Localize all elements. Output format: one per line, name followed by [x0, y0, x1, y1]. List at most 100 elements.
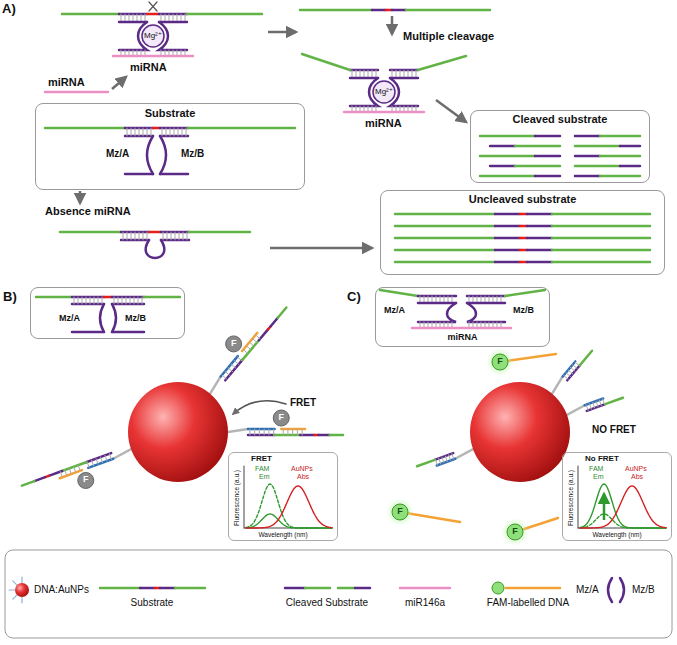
- dna-strand: [395, 237, 495, 240]
- step-label: Multiple cleavage: [403, 30, 494, 42]
- base-pair: [90, 297, 91, 304]
- strand-label: miRNA: [365, 117, 402, 129]
- base-pair: [123, 232, 124, 240]
- dna-strand: [467, 302, 505, 305]
- base-pair: [69, 468, 71, 474]
- np-ray: [9, 589, 15, 590]
- fam-glow: [501, 518, 529, 546]
- dna-strand: [34, 477, 45, 481]
- dna-strand: [338, 587, 355, 590]
- base-pair: [143, 232, 144, 240]
- chart-inset: FRETFAMEmAuNPsAbsFluorescence (a.u.)Wave…: [228, 452, 338, 541]
- axis-label: Wavelength (nm): [592, 531, 641, 538]
- dna-strand: [355, 587, 370, 590]
- dna-strand: [535, 135, 560, 138]
- fluorophore-label: F: [83, 476, 89, 486]
- strand-label: Mz/A: [384, 306, 405, 316]
- base-pair: [297, 429, 298, 435]
- dna-strand: [490, 165, 515, 168]
- dna-strand: [495, 261, 520, 264]
- base-pair: [135, 232, 136, 240]
- legend-label: FAM-labelled DNA: [487, 597, 569, 608]
- dna-strand: [535, 155, 560, 158]
- dna-strand: [392, 9, 406, 12]
- dna-strand: [412, 327, 511, 330]
- legend-label: DNA:AuNPs: [34, 584, 89, 595]
- dna-strand: [495, 213, 520, 216]
- dna-strand: [72, 331, 104, 334]
- dna-strand: [400, 587, 450, 590]
- process-arrow: [270, 247, 372, 250]
- base-pair: [287, 429, 288, 435]
- base-pair: [222, 375, 227, 379]
- drawing: [5, 2, 672, 638]
- dna-strand: [620, 165, 640, 168]
- base-pair: [231, 364, 236, 368]
- dna-strand: [495, 249, 520, 252]
- base-pair: [100, 457, 102, 463]
- dna-strand: [344, 111, 424, 114]
- step-label: Absence miRNA: [45, 205, 131, 217]
- dna-strand: [527, 213, 552, 216]
- dna-strand: [372, 9, 386, 12]
- curve-label: Abs: [297, 473, 309, 481]
- base-pair: [131, 232, 132, 240]
- base-pair: [599, 400, 601, 406]
- dna-strand: [160, 136, 166, 174]
- dna-strand: [100, 587, 140, 590]
- base-pair: [118, 297, 119, 304]
- strand-label: Mz/B: [125, 314, 146, 324]
- base-pair: [589, 404, 591, 410]
- linker-strand: [567, 405, 585, 415]
- base-pair: [603, 399, 605, 405]
- fam-emission-dashed: [246, 484, 332, 528]
- panel-letter: B): [3, 290, 17, 304]
- linker-strand: [210, 376, 221, 393]
- linker-strand: [228, 429, 248, 432]
- base-pair: [138, 297, 139, 304]
- fluorophore-label: F: [497, 357, 503, 367]
- box-heading: Substrate: [145, 107, 196, 119]
- chart-inset: No FRETFAMEmAuNPsAbsFluorescence (a.u.)W…: [562, 452, 672, 541]
- fam-quenched: [273, 410, 289, 426]
- dna-strand: [318, 434, 329, 437]
- dna-strand: [395, 213, 495, 216]
- dna-strand: [160, 587, 175, 590]
- base-pair: [163, 232, 164, 240]
- fret-label: FRET: [290, 397, 316, 408]
- curve-label: AuNPs: [291, 465, 313, 473]
- base-pair: [135, 128, 136, 136]
- base-pair: [109, 454, 111, 460]
- process-arrow: [79, 191, 82, 203]
- dna-strand: [495, 225, 520, 228]
- chart-title: FRET: [251, 455, 272, 464]
- base-pair: [575, 362, 580, 366]
- linker-strand: [552, 376, 563, 393]
- fam-quenched: [226, 336, 242, 352]
- base-pair: [127, 232, 128, 240]
- base-pair: [452, 454, 454, 460]
- base-pair: [87, 462, 89, 468]
- ion-label: Mg²⁺: [144, 32, 162, 41]
- chart-axis: [244, 466, 245, 528]
- dna-strand: [125, 173, 153, 176]
- chart-title: No FRET: [585, 455, 619, 464]
- curve-label: AuNPs: [625, 465, 647, 473]
- dna-strand: [417, 460, 435, 466]
- fam-fluorescent: [492, 354, 508, 370]
- base-pair: [65, 470, 67, 476]
- dna-strand: [608, 578, 612, 602]
- base-pair: [449, 455, 451, 461]
- process-arrow: [112, 77, 126, 89]
- base-pair: [60, 472, 62, 478]
- base-pair: [442, 457, 444, 463]
- base-pair: [167, 232, 168, 240]
- base-pair: [187, 232, 188, 240]
- fluorophore-label: F: [231, 339, 237, 349]
- dna-strand: [552, 237, 650, 240]
- base-pair: [175, 232, 176, 240]
- aunp-absorbance: [246, 486, 332, 528]
- dna-strand: [146, 240, 165, 258]
- dna-strand: [575, 135, 600, 138]
- base-pair: [102, 297, 103, 304]
